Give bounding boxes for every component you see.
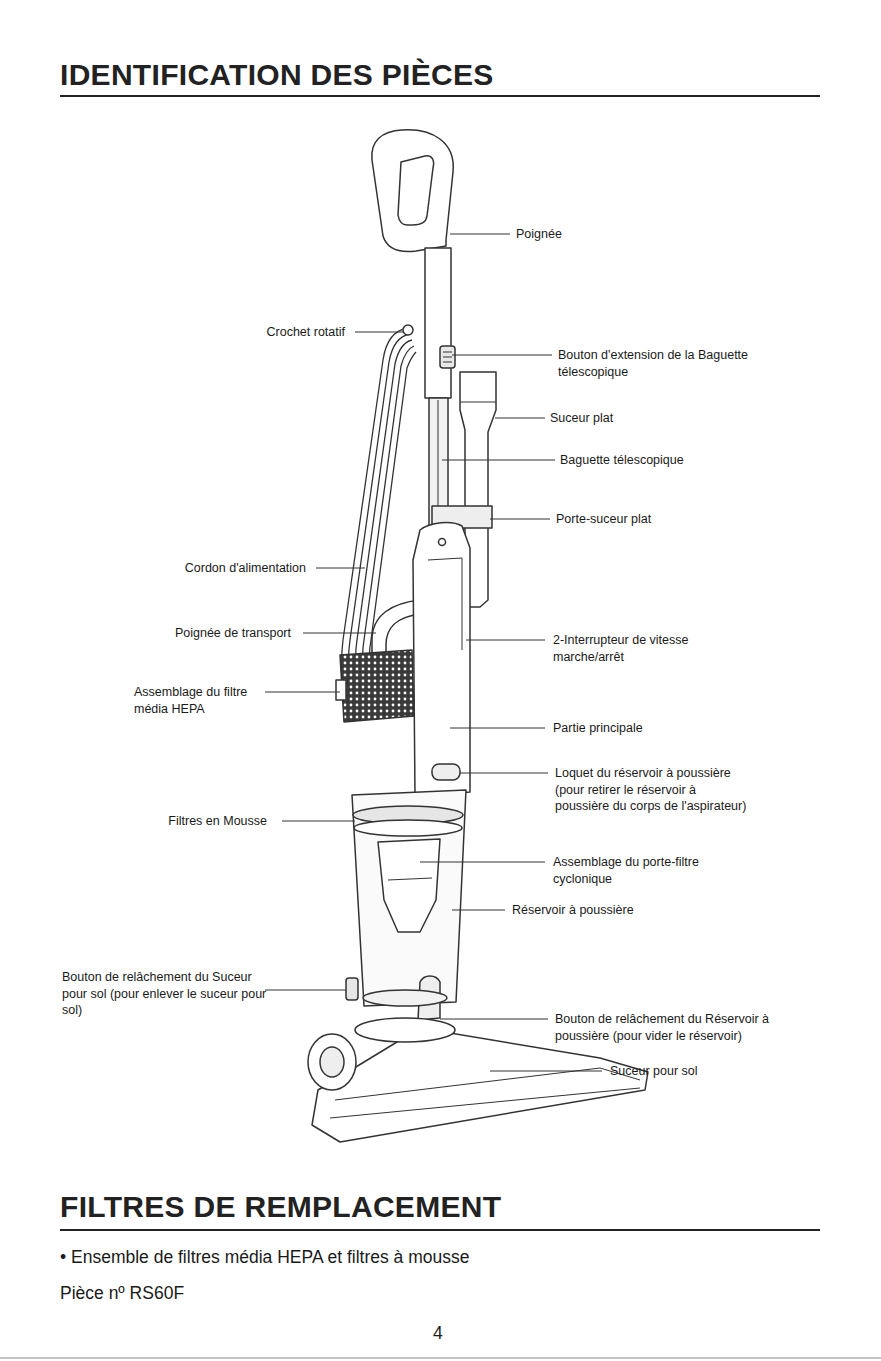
- speed-switch: [439, 539, 446, 546]
- part-label: Partie principale: [553, 720, 703, 737]
- handle: [372, 130, 453, 252]
- main-body: [413, 523, 470, 797]
- cyclone-holder: [378, 839, 440, 932]
- pole: [425, 248, 451, 398]
- part-label: Loquet du réservoir à poussière (pour re…: [555, 765, 747, 815]
- nozzle-release: [346, 978, 358, 1000]
- nozzle-joint: [308, 1034, 356, 1090]
- part-label: Baguette télescopique: [560, 452, 740, 469]
- page-title: IDENTIFICATION DES PIÈCES: [60, 58, 494, 92]
- leader-lines: [265, 234, 602, 1071]
- part-label: Cordon d'alimentation: [136, 560, 306, 577]
- heading-rule: [60, 95, 820, 97]
- hepa-filter: [340, 650, 414, 722]
- part-label: Assemblage du porte-filtre cyclonique: [553, 854, 733, 887]
- part-label: Bouton de relâchement du Suceur pour sol…: [62, 969, 272, 1019]
- part-label: 2-Interrupteur de vitesse marche/arrêt: [553, 632, 713, 665]
- part-label: Crochet rotatif: [195, 324, 345, 341]
- extension-button: [440, 346, 455, 368]
- part-label: Filtres en Mousse: [117, 813, 267, 830]
- page-edge: [0, 1358, 881, 1359]
- bin-latch: [432, 764, 460, 780]
- part-label: Suceur pour sol: [610, 1063, 760, 1080]
- part-label: Assemblage du filtre média HEPA: [134, 684, 274, 717]
- part-label: Bouton d'extension de la Baguette télesc…: [558, 347, 773, 380]
- part-label: Poignée de transport: [121, 625, 291, 642]
- part-label: Porte-suceur plat: [556, 511, 706, 528]
- handle-opening: [398, 156, 434, 225]
- filter-tab: [336, 680, 346, 700]
- part-number: Pièce nº RS60F: [60, 1282, 460, 1304]
- rotating-hook: [403, 325, 413, 335]
- replacement-part: • Ensemble de filtres média HEPA et filt…: [60, 1246, 760, 1268]
- part-label: Bouton de relâchement du Réservoir à pou…: [555, 1011, 791, 1044]
- part-label: Poignée: [516, 226, 636, 243]
- page-number: 4: [433, 1322, 473, 1344]
- heading-rule: [60, 1229, 820, 1231]
- part-label: Réservoir à poussière: [512, 902, 682, 919]
- dust-bin: [352, 790, 466, 1006]
- part-label: Suceur plat: [550, 410, 670, 427]
- floor-nozzle: [312, 1028, 648, 1142]
- section-heading: FILTRES DE REMPLACEMENT: [60, 1190, 820, 1224]
- nozzle-neck: [355, 1018, 455, 1042]
